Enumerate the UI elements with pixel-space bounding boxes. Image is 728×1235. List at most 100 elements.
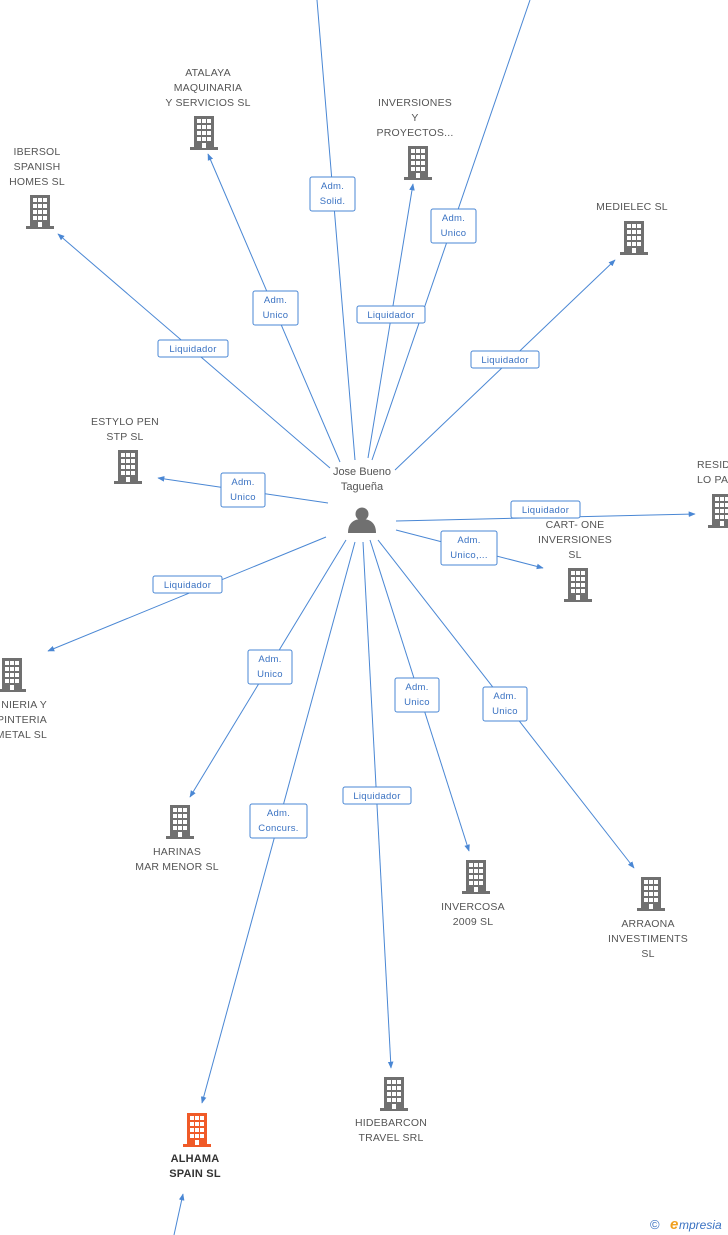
company-node-alhama[interactable]: ALHAMA SPAIN SL: [169, 1113, 221, 1180]
edge-label-box: [249, 803, 308, 839]
company-name-line: ARRAONA: [621, 918, 674, 930]
edge-label-box: [482, 686, 528, 722]
edge-medielec: Liquidador: [394, 259, 616, 471]
company-name-line: Y SERVICIOS SL: [165, 97, 250, 109]
edge-label-text: Unico: [492, 706, 518, 717]
building-icon: [26, 195, 54, 229]
edge-label-text: Liquidador: [522, 505, 569, 516]
edge-label-text: Adm.: [321, 181, 344, 192]
company-name-line: SL: [641, 948, 654, 960]
edge-role-label[interactable]: Adm.Unico: [394, 677, 440, 713]
company-node-ibersol[interactable]: IBERSOL SPANISH HOMES SL: [9, 146, 65, 229]
company-name-line: RESID: [697, 459, 728, 471]
company-name-line: MAR MENOR SL: [135, 861, 219, 873]
edge-role-label[interactable]: Liquidador: [470, 350, 540, 369]
building-icon: [637, 877, 665, 911]
edge-label-text: Adm.: [442, 213, 465, 224]
edge-label-text: Unico: [257, 669, 283, 680]
edge-label-box: [252, 290, 299, 326]
person-node[interactable]: Jose Bueno Tagueña: [333, 466, 391, 533]
edge-role-label[interactable]: Adm. Unico: [482, 686, 528, 722]
person-name-line-2: Tagueña: [341, 481, 384, 493]
edge-label-text: Adm.: [231, 477, 254, 488]
brand-logo-text: mpresia: [679, 1218, 722, 1232]
edge-role-label[interactable]: Adm.Unico: [252, 290, 299, 326]
company-name-line: MEDIELEC SL: [596, 201, 668, 213]
edge-role-label[interactable]: Liquidador: [157, 339, 229, 358]
edge-role-label[interactable]: Adm. Solid.: [309, 176, 356, 212]
company-name-line: INVESTIMENTS: [608, 933, 688, 945]
company-name-line: ALHAMA: [171, 1153, 220, 1165]
edge-atalaya: Adm.Unico: [207, 153, 341, 463]
edge-label-text: Unico,...: [450, 550, 488, 561]
edge-label-box: [510, 500, 581, 519]
edge-role-label[interactable]: Adm. Unico,...: [440, 530, 498, 566]
building-icon: [114, 450, 142, 484]
company-name-line: INVERSIONES: [378, 97, 452, 109]
edge-role-label[interactable]: Adm.Concurs.: [249, 803, 308, 839]
edge-role-label[interactable]: Liquidador: [356, 305, 426, 324]
person-name-line-1: Jose Bueno: [333, 466, 391, 478]
building-icon: [183, 1113, 211, 1147]
edge-role-label[interactable]: Adm.Unico: [247, 649, 293, 685]
edge-label-text: Adm.: [457, 535, 480, 546]
edge-top2: Adm. Unico: [371, 0, 531, 461]
building-icon: [620, 221, 648, 255]
copyright-symbol: ©: [650, 1217, 660, 1232]
edge-resid: Liquidador: [395, 500, 696, 522]
company-name-line: SPANISH: [14, 161, 61, 173]
edge-label-box: [152, 575, 223, 594]
edge-label-text: Solid.: [320, 196, 346, 207]
edge-label-box: [394, 677, 440, 713]
edge-label-box: [309, 176, 356, 212]
building-icon: [190, 116, 218, 150]
edge-label-box: [356, 305, 426, 324]
company-name-line: HOMES SL: [9, 176, 65, 188]
edge-role-label[interactable]: Adm. Unico: [430, 208, 477, 244]
edge-estylo: Adm.Unico: [157, 472, 329, 508]
building-icon: [380, 1077, 408, 1111]
edge-label-box: [247, 649, 293, 685]
company-name-line: IBERSOL: [14, 146, 61, 158]
company-node-medielec[interactable]: MEDIELEC SL: [596, 201, 668, 255]
building-icon: [0, 658, 26, 692]
company-name-line: LO PA: [697, 474, 728, 486]
company-name-line: CART- ONE: [546, 519, 605, 531]
edge-label-box: [157, 339, 229, 358]
company-name-line: SPAIN SL: [169, 1168, 221, 1180]
edge-carpinteria: Liquidador: [47, 536, 327, 652]
company-name-line: HARINAS: [153, 846, 201, 858]
edge-label-text: Liquidador: [169, 344, 216, 355]
edge-hidebarcon: Liquidador: [342, 541, 412, 1069]
edge-label-text: Unico: [441, 228, 467, 239]
edge-role-label[interactable]: Liquidador: [152, 575, 223, 594]
edge-offscreen-bottom: [173, 1193, 185, 1235]
company-name-line: INVERSIONES: [538, 534, 612, 546]
company-node-resid[interactable]: RESID LO PA: [697, 459, 728, 528]
company-node-arraona[interactable]: ARRAONA INVESTIMENTS SL: [608, 877, 688, 960]
company-name-line: PINTERIA: [0, 714, 47, 726]
edge-inversiones: Liquidador: [356, 183, 426, 459]
edge-label-text: Adm.: [264, 295, 287, 306]
watermark: © e mpresia: [650, 1216, 722, 1233]
edge-role-label[interactable]: Liquidador: [510, 500, 581, 519]
edge-role-label[interactable]: Liquidador: [342, 786, 412, 805]
edge-label-box: [440, 530, 498, 566]
building-icon: [404, 146, 432, 180]
company-node-harinas[interactable]: HARINAS MAR MENOR SL: [135, 805, 219, 873]
edge-line: [362, 541, 394, 1069]
company-node-inversiones[interactable]: INVERSIONESYPROYECTOS...: [377, 97, 454, 180]
edge-label-box: [470, 350, 540, 369]
company-name-line: INVERCOSA: [441, 901, 505, 913]
edge-role-label[interactable]: Adm.Unico: [220, 472, 266, 508]
edge-label-text: Adm.: [493, 691, 516, 702]
edge-label-text: Liquidador: [367, 310, 414, 321]
